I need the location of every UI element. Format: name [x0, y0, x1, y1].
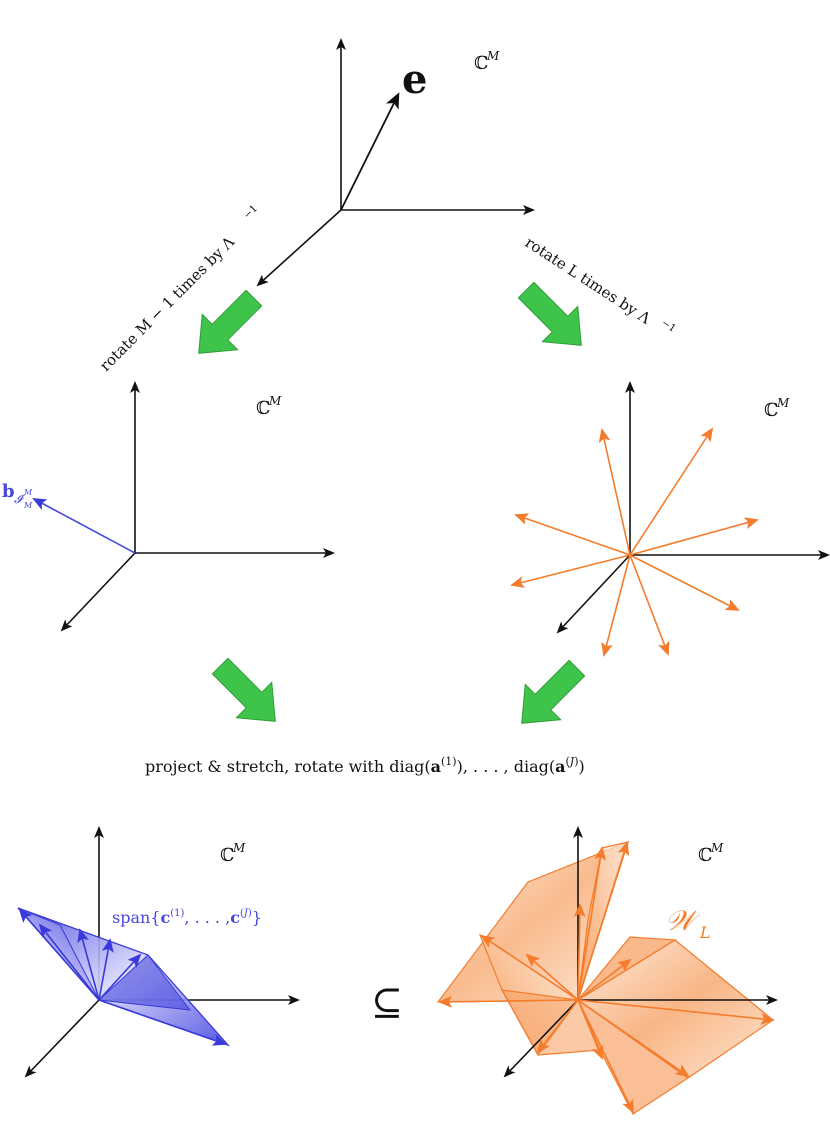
- project-caption: project & stretch, rotate with diag(a(1)…: [145, 755, 585, 776]
- top-axes: e ℂ M: [256, 38, 535, 287]
- b-vector-arrow: [32, 498, 136, 554]
- bottom-right-axis-diag: [503, 999, 579, 1078]
- svg-text:M: M: [486, 49, 500, 63]
- orange-plane-vectors: [438, 841, 775, 1114]
- mid-right-axes: ℂ M: [510, 381, 830, 657]
- subset-symbol: ⊆: [371, 980, 403, 1024]
- svg-text:M: M: [23, 501, 33, 510]
- mid-left-space-label: ℂ M: [256, 394, 282, 419]
- svg-text:rotate M − 1 times by Λ: rotate M − 1 times by Λ: [96, 233, 238, 375]
- mid-left-axis-diag: [60, 552, 136, 632]
- e-vector-label: e: [402, 56, 427, 103]
- top-space-label: ℂ M: [474, 49, 500, 74]
- rotate-right-label: rotate L times by Λ −1: [522, 233, 678, 335]
- svg-text:ℂ: ℂ: [220, 845, 234, 866]
- mid-right-space-label: ℂ M: [764, 396, 790, 421]
- svg-text:M: M: [776, 396, 790, 410]
- top-axis-diag: [256, 209, 342, 287]
- green-arrow-mid-right: [521, 659, 586, 724]
- rotate-left-label: rotate M − 1 times by Λ −1: [96, 203, 260, 375]
- blue-span-plane: [17, 907, 231, 1047]
- green-arrow-top-right: [517, 281, 582, 346]
- svg-text:ℂ: ℂ: [256, 398, 270, 419]
- svg-text:M: M: [268, 394, 282, 408]
- svg-text:b: b: [2, 481, 15, 502]
- svg-text:ℂ: ℂ: [764, 400, 778, 421]
- orange-star-vectors: [510, 427, 759, 657]
- svg-text:M: M: [710, 841, 724, 855]
- svg-text:span{c(1), . . . ,c(J)}: span{c(1), . . . ,c(J)}: [112, 908, 262, 927]
- svg-text:𝒲: 𝒲: [665, 904, 701, 937]
- bottom-left-space-label: ℂ M: [220, 841, 246, 866]
- bottom-left-axis-diag: [24, 999, 100, 1078]
- green-arrow-top-left: [198, 289, 263, 354]
- mid-left-axes: b 𝓘 M M ℂ M: [2, 381, 335, 632]
- bottom-left-axes: span{c(1), . . . ,c(J)} ℂ M: [17, 826, 300, 1078]
- bottom-right-space-label: ℂ M: [698, 841, 724, 866]
- w-label: 𝒲 L: [665, 904, 711, 942]
- b-vector-label: b 𝓘 M M: [2, 481, 33, 510]
- svg-text:project & stretch, rotate with: project & stretch, rotate with diag(a(1)…: [145, 755, 585, 776]
- svg-text:M: M: [232, 841, 246, 855]
- bottom-right-axes: 𝒲 L ℂ M: [436, 826, 778, 1115]
- svg-text:ℂ: ℂ: [474, 53, 488, 74]
- e-vector-arrow: [340, 92, 400, 211]
- blue-span-vectors: [18, 908, 227, 1046]
- mid-right-axis-diag: [556, 554, 631, 634]
- svg-text:M: M: [23, 488, 33, 497]
- svg-text:ℂ: ℂ: [698, 845, 712, 866]
- green-arrow-mid-left: [211, 657, 276, 722]
- span-label: span{c(1), . . . ,c(J)}: [112, 908, 262, 927]
- svg-text:−1: −1: [659, 318, 677, 335]
- svg-text:−1: −1: [242, 203, 260, 221]
- svg-text:L: L: [699, 923, 711, 942]
